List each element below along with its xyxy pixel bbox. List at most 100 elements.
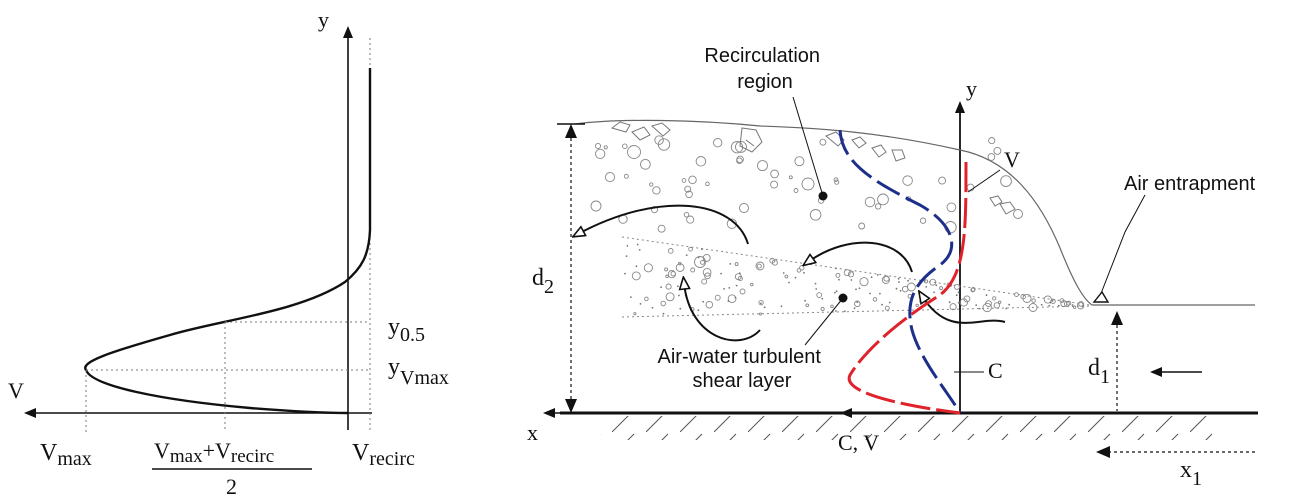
air-bubble: [1072, 305, 1077, 309]
air-bubble: [834, 179, 840, 185]
air-bubble: [667, 270, 676, 279]
air-bubble: [856, 301, 859, 303]
air-bubble: [594, 142, 602, 150]
air-bubble: [955, 294, 958, 297]
air-bubble: [975, 304, 978, 306]
air-bubble: [639, 303, 642, 305]
x-axis-label: x: [527, 420, 538, 445]
air-bubble: [793, 188, 799, 193]
air-bubble: [623, 173, 629, 179]
air-bubble: [1005, 307, 1008, 310]
air-bubble: [734, 262, 739, 267]
air-bubble: [1028, 303, 1038, 312]
air-bubble: [850, 279, 853, 281]
air-bubble: [660, 300, 666, 307]
air-bubble: [770, 169, 779, 179]
air-bubble: [1040, 303, 1043, 306]
air-bubble: [988, 137, 996, 145]
cv-axis-label: C, V: [838, 430, 879, 455]
air-bubble: [835, 290, 838, 292]
recirculation-arrow-center: [808, 241, 913, 273]
air-bubble: [925, 286, 928, 288]
air-bubble: [1057, 304, 1060, 307]
air-bubble: [843, 310, 846, 313]
air-bubble: [1031, 298, 1036, 303]
air-bubble: [899, 289, 902, 292]
air-bubble: [816, 292, 823, 298]
air-entrapment-label: Air entrapment: [1124, 173, 1256, 195]
recirculation-arrow-lower-right: [922, 296, 1006, 324]
air-bubble: [739, 288, 746, 295]
air-bubble: [679, 307, 682, 310]
air-bubble: [851, 271, 854, 273]
d1-label: d1: [1088, 355, 1110, 388]
air-bubble: [635, 265, 638, 268]
air-bubble: [681, 178, 687, 183]
air-bubble: [728, 287, 731, 289]
air-bubble: [737, 276, 743, 282]
air-bubble: [685, 190, 693, 199]
air-bubble: [684, 185, 692, 193]
roller-free-surface: [574, 119, 1255, 306]
air-bubble: [660, 286, 662, 289]
air-bubble: [1049, 301, 1052, 304]
mean-velocity-fraction: Vmax+Vrecirc 2: [152, 438, 312, 499]
air-bubble: [758, 312, 763, 316]
air-bubble: [906, 282, 916, 292]
air-bubble: [782, 272, 785, 274]
air-bubble: [1022, 293, 1032, 303]
air-bubble: [638, 249, 641, 251]
air-bubble: [654, 135, 664, 145]
air-bubble: [643, 263, 653, 273]
air-bubble: [805, 303, 810, 308]
air-bubble: [959, 298, 968, 307]
air-bubble: [1048, 304, 1051, 307]
air-bubble: [667, 248, 674, 254]
air-bubble: [739, 203, 749, 213]
shear-layer-lower-boundary: [621, 305, 1091, 318]
air-bubble: [1013, 209, 1023, 219]
air-bubble: [1051, 300, 1054, 302]
air-bubble: [705, 300, 714, 309]
air-bubble: [834, 291, 836, 294]
air-bubble: [919, 217, 927, 224]
air-bubble: [796, 268, 802, 273]
air-bubble: [946, 202, 957, 213]
air-bubble: [954, 283, 960, 290]
air-bubble: [830, 304, 834, 309]
air-bubble: [688, 175, 697, 185]
air-bubble: [819, 138, 827, 146]
air-bubble: [884, 305, 890, 311]
air-bubble: [701, 278, 708, 285]
air-bubble: [590, 200, 602, 212]
air-bubble: [874, 203, 882, 210]
air-bubble: [633, 312, 637, 316]
air-bubble: [993, 146, 1002, 155]
air-entrapment-leader: [1099, 194, 1146, 297]
air-bubble: [907, 279, 909, 282]
air-bubble: [870, 276, 873, 279]
air-bubble: [794, 276, 797, 279]
air-bubble: [1063, 301, 1070, 307]
air-bubble: [630, 296, 632, 298]
air-bubble: [688, 246, 693, 252]
air-bubble: [843, 269, 851, 277]
air-bubble: [838, 278, 840, 281]
left-v-axis-label: V: [8, 378, 24, 403]
air-bubble: [835, 272, 841, 278]
air-bubble: [788, 281, 790, 284]
air-bubble: [713, 138, 723, 148]
air-bubble: [662, 312, 665, 315]
hydraulic-jump-panel: x C, V y: [527, 45, 1258, 490]
air-bubble: [640, 158, 651, 170]
d2-label: d2: [532, 265, 554, 298]
y-vmax-label: yVmax: [388, 354, 449, 389]
air-bubble: [756, 263, 762, 269]
air-bubble: [1014, 292, 1019, 297]
void-fraction-profile: [838, 129, 962, 414]
air-bubbles: [590, 135, 1085, 316]
air-bubble: [701, 248, 703, 251]
air-bubble: [957, 301, 960, 304]
air-bubble: [675, 263, 685, 272]
air-bubble: [877, 193, 889, 206]
